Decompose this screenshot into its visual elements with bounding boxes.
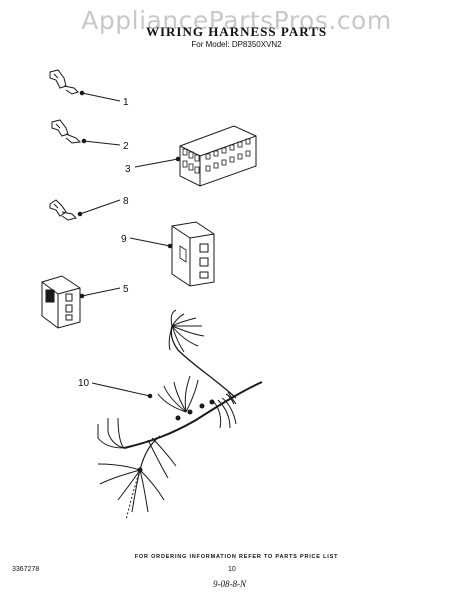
part-5-connector-housing <box>41 275 81 329</box>
part-1-terminal <box>49 69 79 95</box>
callout-5: 5 <box>123 284 129 295</box>
page-number: 10 <box>228 566 236 573</box>
page-title: WIRING HARNESS PARTS <box>145 24 328 39</box>
ordering-info: FOR ORDERING INFORMATION REFER TO PARTS … <box>134 554 339 560</box>
model-subtitle: For Model: DP8350XVN2 <box>191 40 282 49</box>
callout-9: 9 <box>121 234 127 245</box>
callout-8: 8 <box>123 196 129 207</box>
callout-3: 3 <box>125 164 131 175</box>
part-10-wiring-harness <box>97 309 263 521</box>
leader-line-5 <box>79 287 121 299</box>
part-3-connector-block <box>179 125 257 187</box>
handwritten-note: 9-08-8-N <box>213 579 246 589</box>
callout-10: 10 <box>78 378 90 389</box>
callout-2: 2 <box>123 141 129 152</box>
document-number: 3367278 <box>12 566 40 573</box>
leader-line-10 <box>91 382 153 399</box>
leader-line-2 <box>81 138 121 146</box>
part-9-connector-housing <box>171 221 215 287</box>
leader-line-9 <box>129 237 173 249</box>
leader-line-3 <box>134 156 181 168</box>
watermark: AppliancePartsPros.com <box>81 6 392 35</box>
part-2-terminal <box>51 119 82 144</box>
leader-line-1 <box>79 90 121 102</box>
leader-line-8 <box>77 199 121 217</box>
callout-1: 1 <box>123 97 129 108</box>
part-8-terminal <box>49 199 77 221</box>
